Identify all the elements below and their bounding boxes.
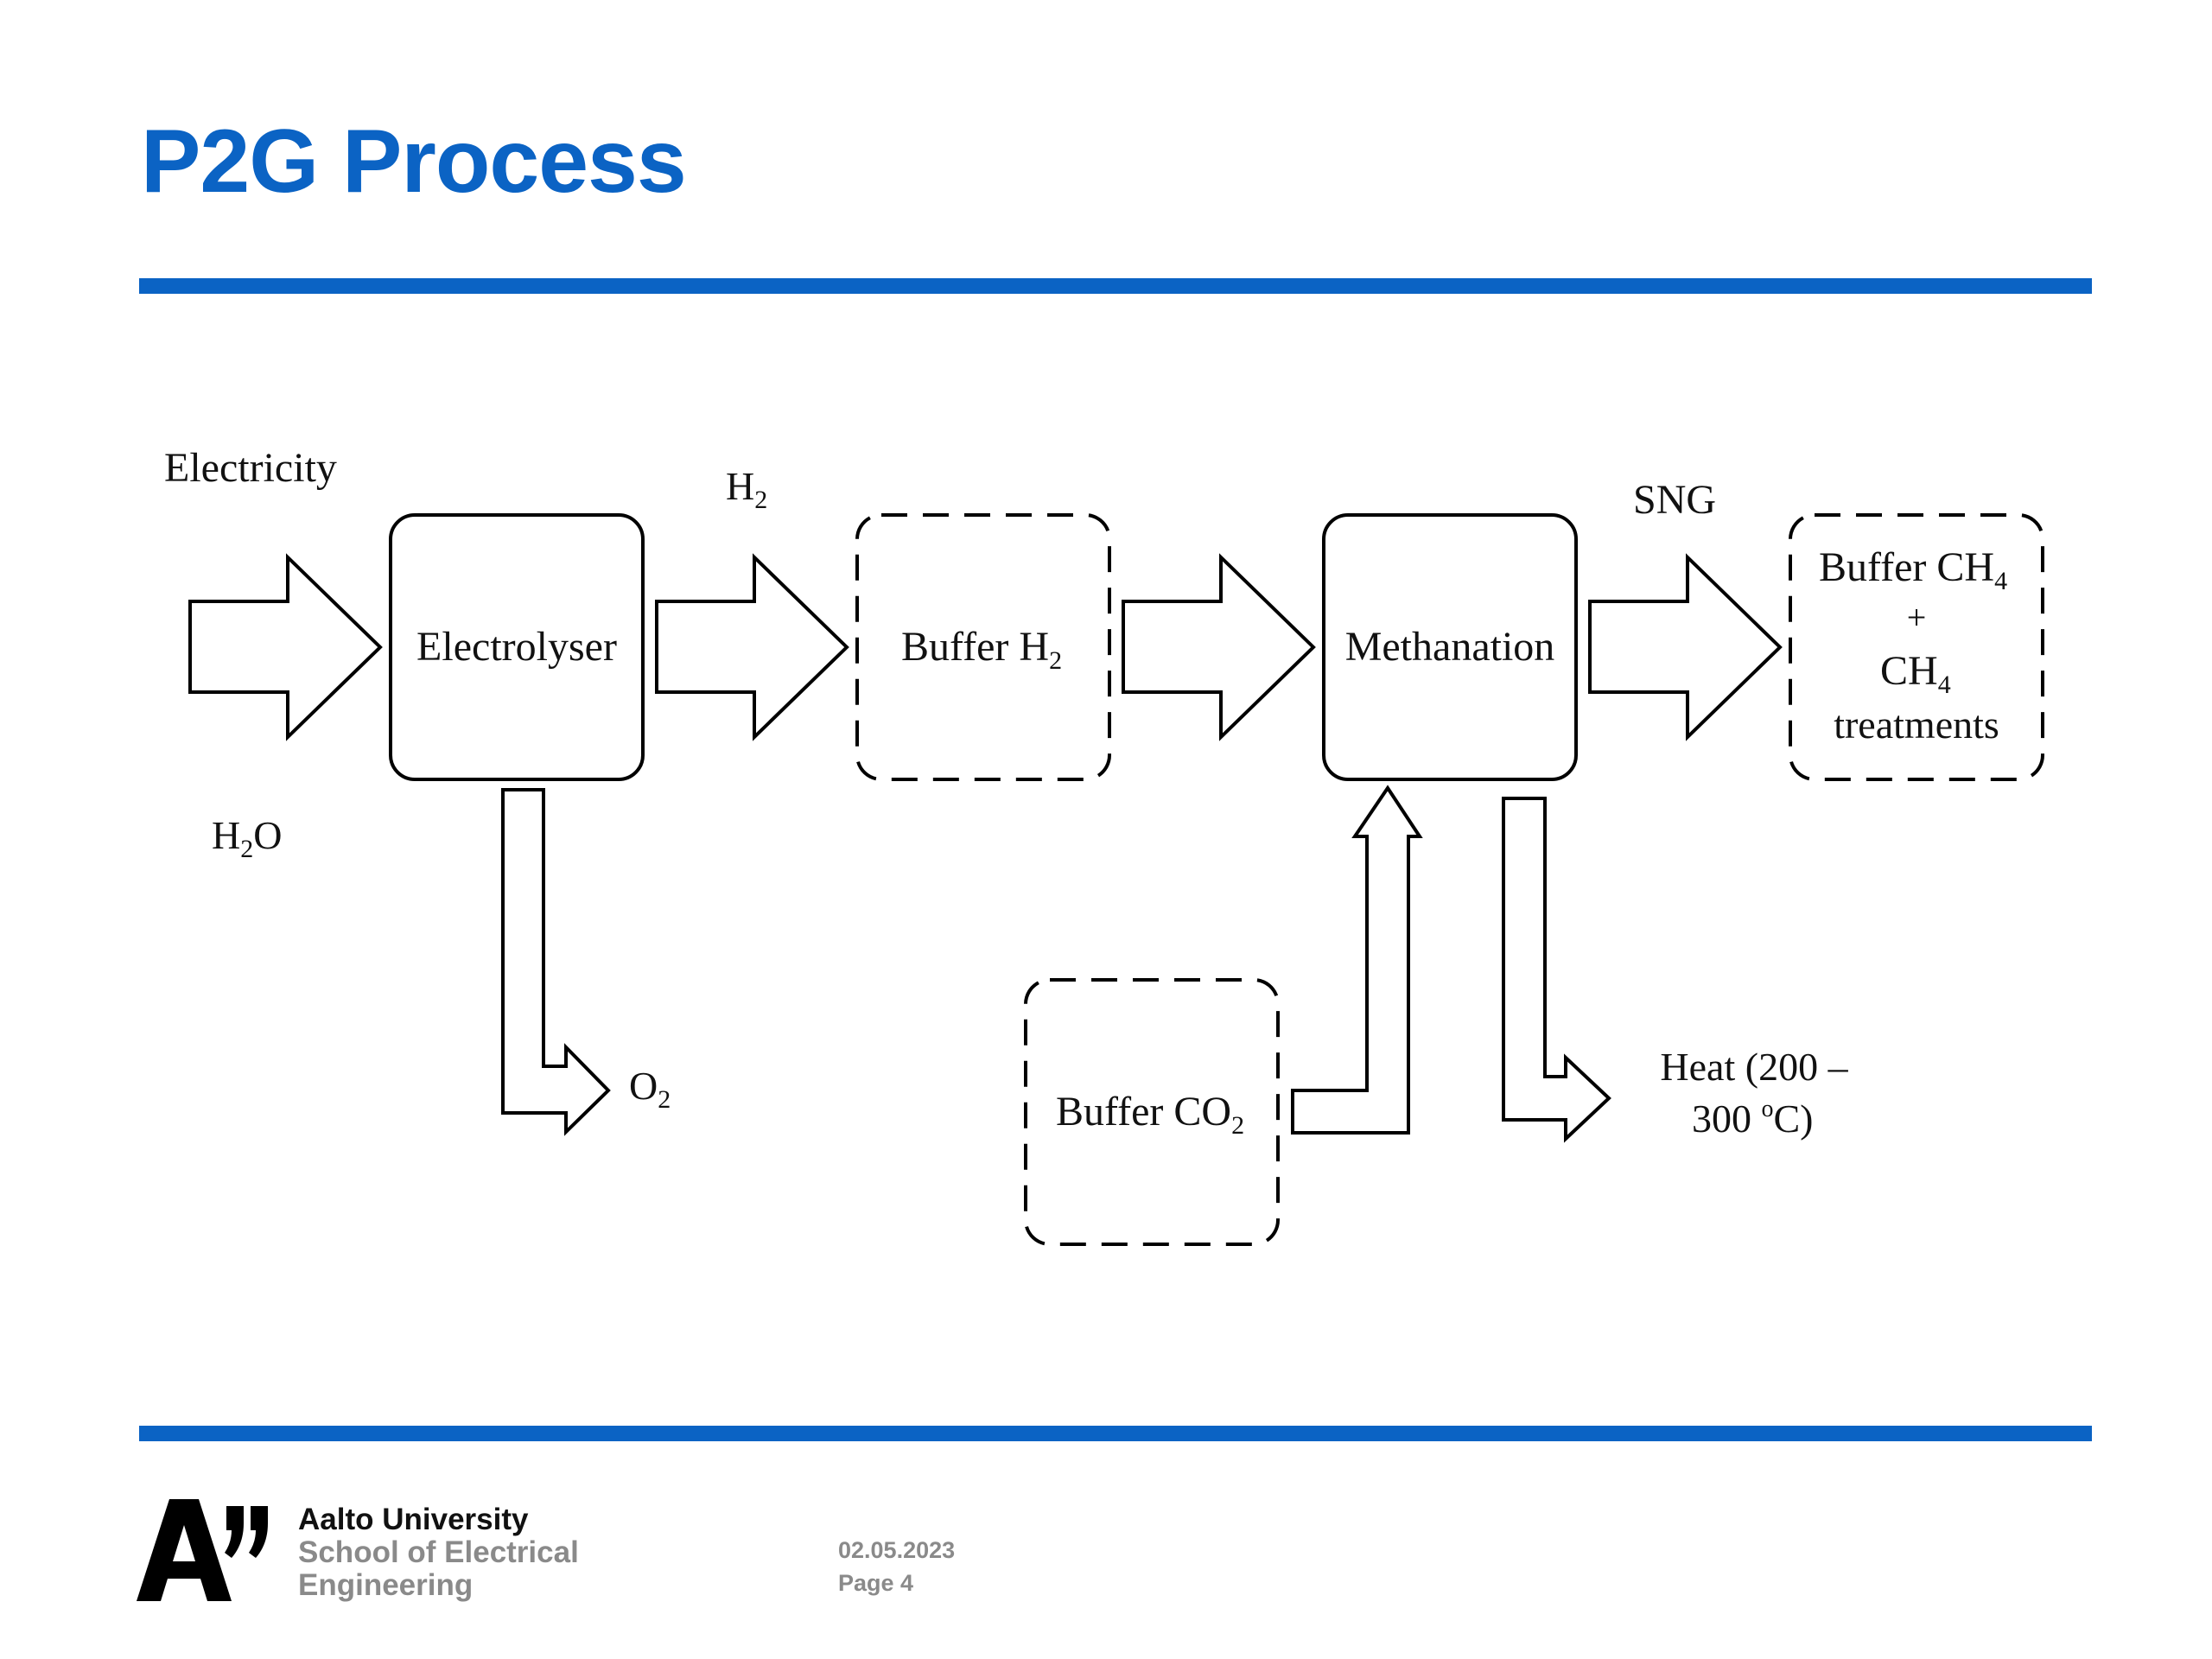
heat-label-line2: 300 oC) [1692,1096,1814,1141]
input-arrow [188,553,383,741]
sng-label: SNG [1633,477,1716,523]
buffer-ch4-plus: + [1907,598,1927,637]
electricity-label: Electricity [164,445,337,491]
buffer-co2-box [1024,978,1280,1246]
institution-name: Aalto University School of Electrical En… [298,1503,579,1602]
buffer-ch4-treatments: treatments [1834,702,1999,747]
university-name: Aalto University [298,1503,529,1536]
school-name-line2: Engineering [298,1568,474,1602]
top-divider [139,278,2092,294]
methanation-box [1322,513,1578,781]
slide-page-number: Page 4 [838,1570,914,1596]
page-title: P2G Process [141,111,687,212]
heat-label: Heat (200 – [1660,1045,1848,1089]
h2-arrow [655,553,849,741]
bottom-divider [139,1426,2092,1441]
buffer-h2-box [855,513,1111,781]
buffer-ch4-box [1789,513,2044,781]
heat-arrow [1502,797,1611,1143]
buffer-h2-label: Buffer H2 [901,624,1062,675]
o2-arrow [501,788,611,1136]
buffer-to-methanation-arrow [1122,553,1316,741]
o2-label: O2 [629,1064,671,1114]
slide-meta: 02.05.2023 Page 4 [838,1534,955,1599]
aalto-logo-icon [137,1499,268,1601]
school-name-line1: School of Electrical [298,1535,579,1569]
h2-label: H2 [726,464,767,514]
sng-arrow [1588,553,1783,741]
h2o-label: H2O [212,813,282,863]
electrolyser-label: Electrolyser [416,624,617,670]
electrolyser-box [389,513,645,781]
slide-date: 02.05.2023 [838,1537,956,1563]
buffer-ch4-label: Buffer CH4 [1819,544,2007,595]
buffer-co2-label: Buffer CO2 [1056,1089,1244,1140]
methanation-label: Methanation [1345,624,1555,670]
co2-arrow [1291,785,1423,1135]
buffer-ch4-ch4: CH4 [1880,648,1951,699]
